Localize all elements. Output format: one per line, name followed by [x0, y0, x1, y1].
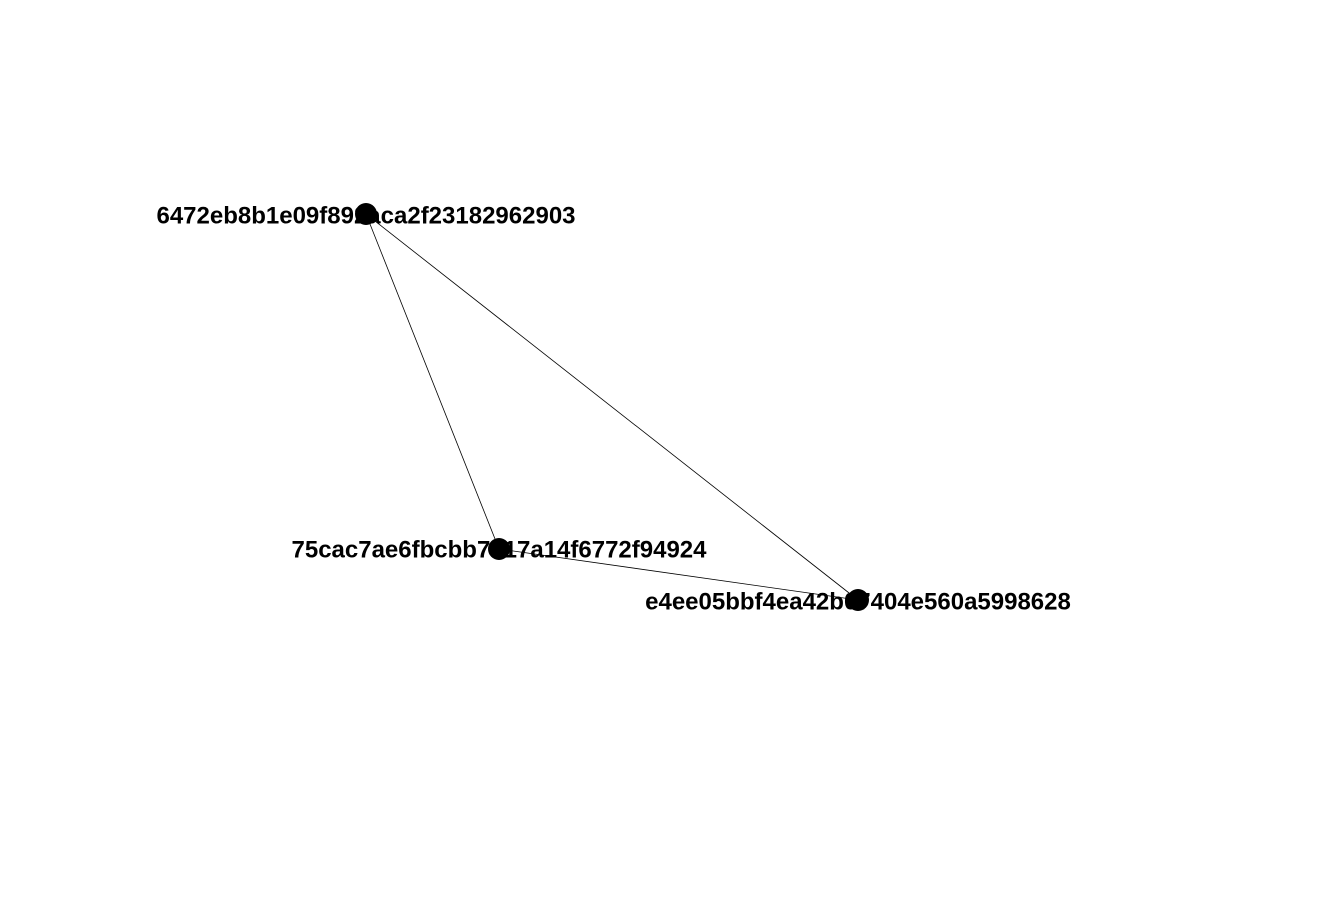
edge-n2-n3	[498, 548, 859, 601]
graph-node[interactable]: 75cac7ae6fbcbb7017a14f6772f94924	[292, 536, 708, 563]
graph-node[interactable]: 6472eb8b1e09f892aca2f23182962903	[156, 202, 575, 229]
node-label: e4ee05bbf4ea42b07404e560a5998628	[645, 588, 1071, 615]
node-marker[interactable]	[488, 538, 510, 560]
graph-nodes: 6472eb8b1e09f892aca2f23182962903 75cac7a…	[156, 202, 1070, 615]
node-label: 6472eb8b1e09f892aca2f23182962903	[156, 202, 575, 229]
edge-n1-n2	[365, 213, 500, 550]
edge-n1-n3	[365, 213, 859, 601]
node-marker[interactable]	[355, 203, 377, 225]
graph-node[interactable]: e4ee05bbf4ea42b07404e560a5998628	[645, 588, 1071, 615]
graph-edges	[365, 213, 859, 601]
node-label: 75cac7ae6fbcbb7017a14f6772f94924	[292, 536, 708, 563]
node-marker[interactable]	[847, 589, 869, 611]
